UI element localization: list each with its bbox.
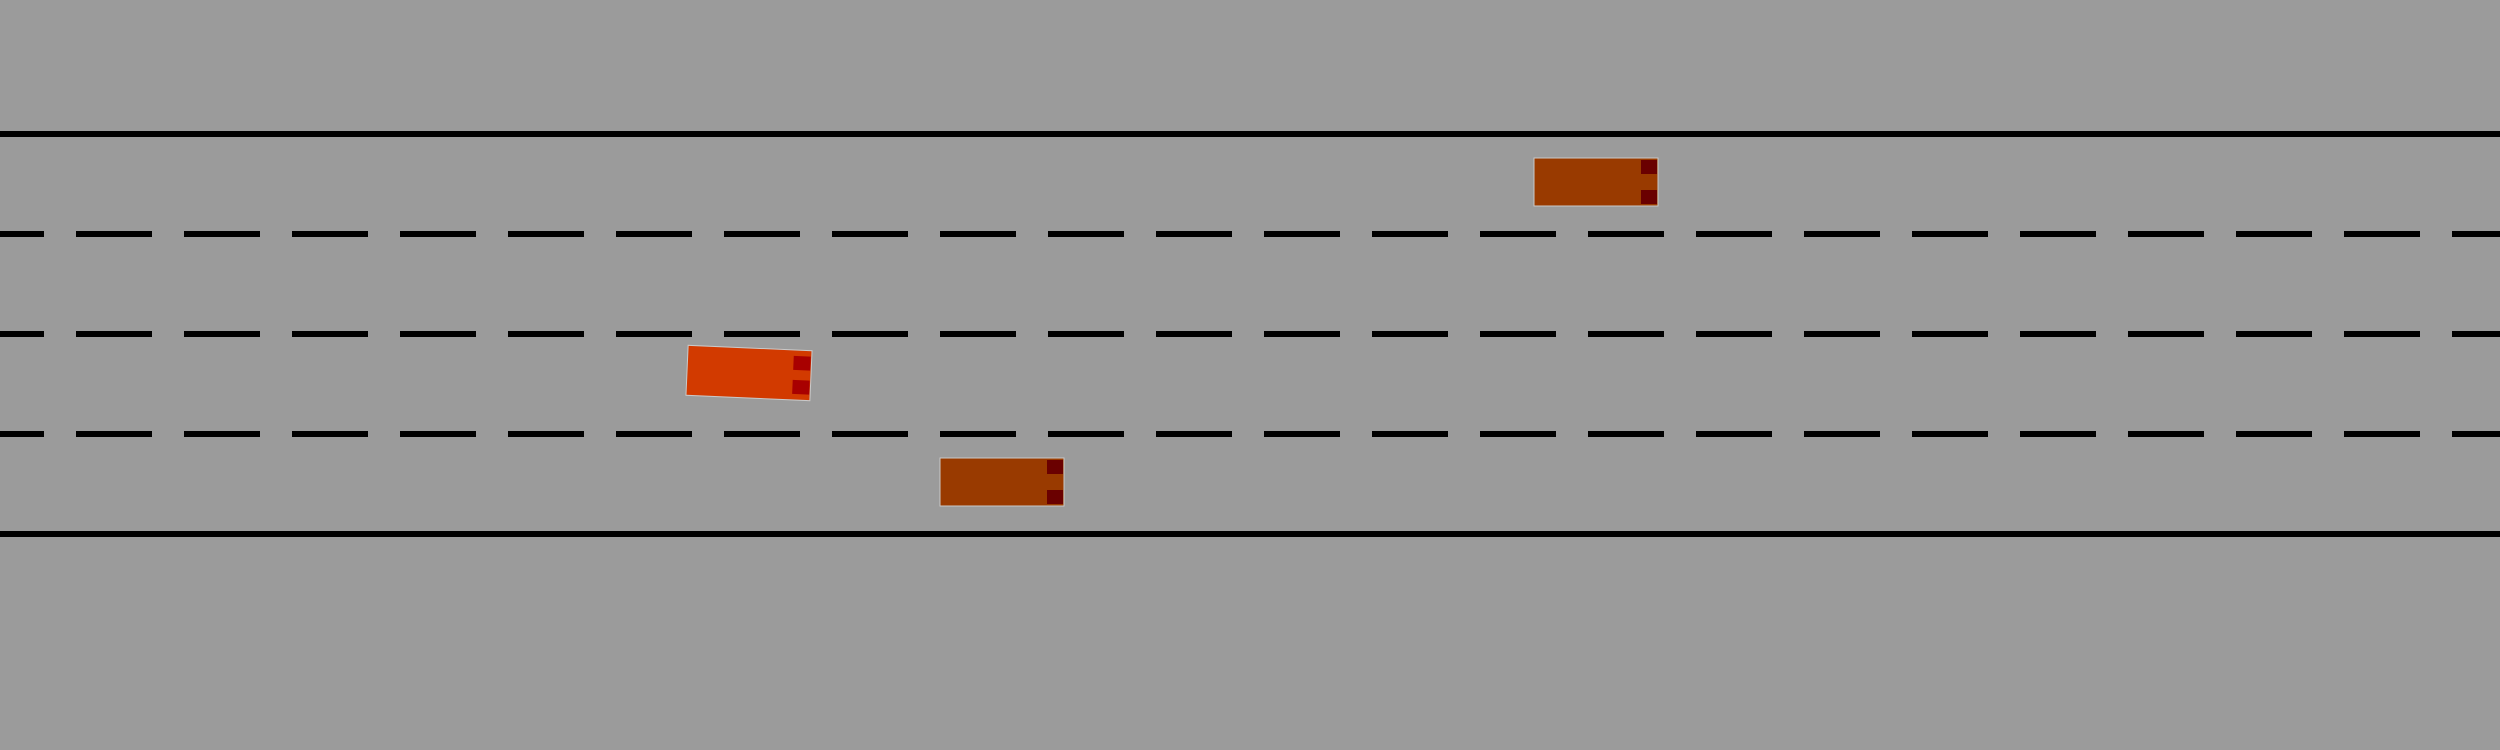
other-vehicle-body	[1533, 157, 1659, 207]
other-vehicle-lane-4	[939, 457, 1065, 507]
other-vehicle-lane-1	[1533, 157, 1659, 207]
ego-vehicle	[685, 344, 813, 402]
ego-tail-light-left	[793, 355, 811, 371]
other-tail-light-right	[1047, 490, 1063, 504]
other-vehicle-body	[939, 457, 1065, 507]
other-tail-light-left	[1047, 460, 1063, 474]
ego-tail-light-right	[792, 379, 810, 395]
ego-vehicle-body	[685, 344, 813, 402]
other-tail-light-left	[1641, 160, 1657, 174]
other-tail-light-right	[1641, 190, 1657, 204]
